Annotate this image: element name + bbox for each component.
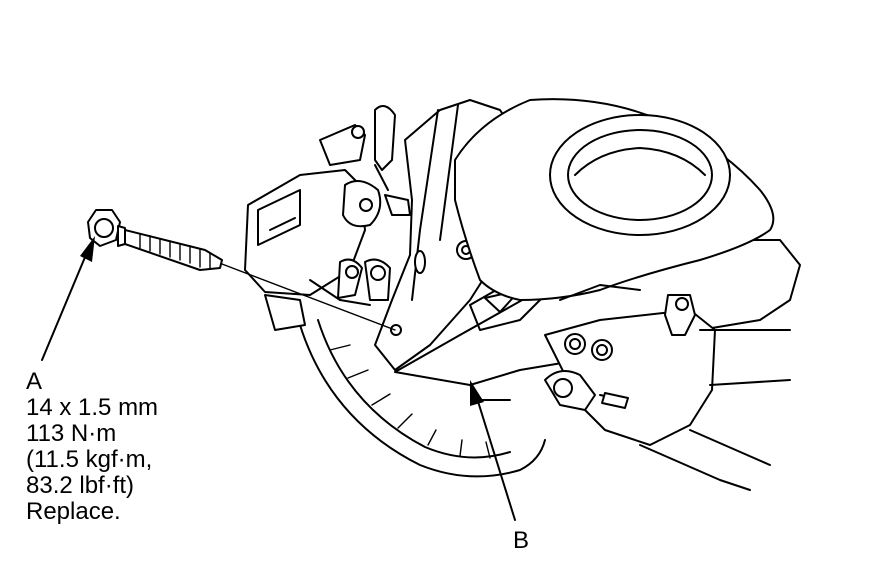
callout-a: A 14 x 1.5 mm 113 N·m (11.5 kgf·m, 83.2 … bbox=[26, 369, 158, 525]
leader-line-a bbox=[41, 236, 95, 361]
upper-arm bbox=[454, 98, 775, 301]
callout-a-torque-nm: 113 N·m bbox=[26, 420, 117, 447]
brake-disc bbox=[299, 319, 546, 478]
brake-caliper bbox=[244, 105, 411, 331]
callout-a-size: 14 x 1.5 mm bbox=[26, 394, 159, 421]
callout-a-letter: A bbox=[26, 368, 43, 395]
leader-line-b bbox=[470, 380, 516, 521]
callout-a-torque-kgf: (11.5 kgf·m, bbox=[26, 446, 153, 473]
callout-a-note: Replace. bbox=[26, 498, 121, 525]
callout-a-torque-lbf: 83.2 lbf·ft) bbox=[26, 472, 135, 499]
rear-bracket bbox=[544, 284, 791, 491]
bolt-a bbox=[87, 209, 396, 331]
callout-b: B bbox=[513, 528, 529, 554]
callout-b-letter: B bbox=[513, 527, 530, 554]
